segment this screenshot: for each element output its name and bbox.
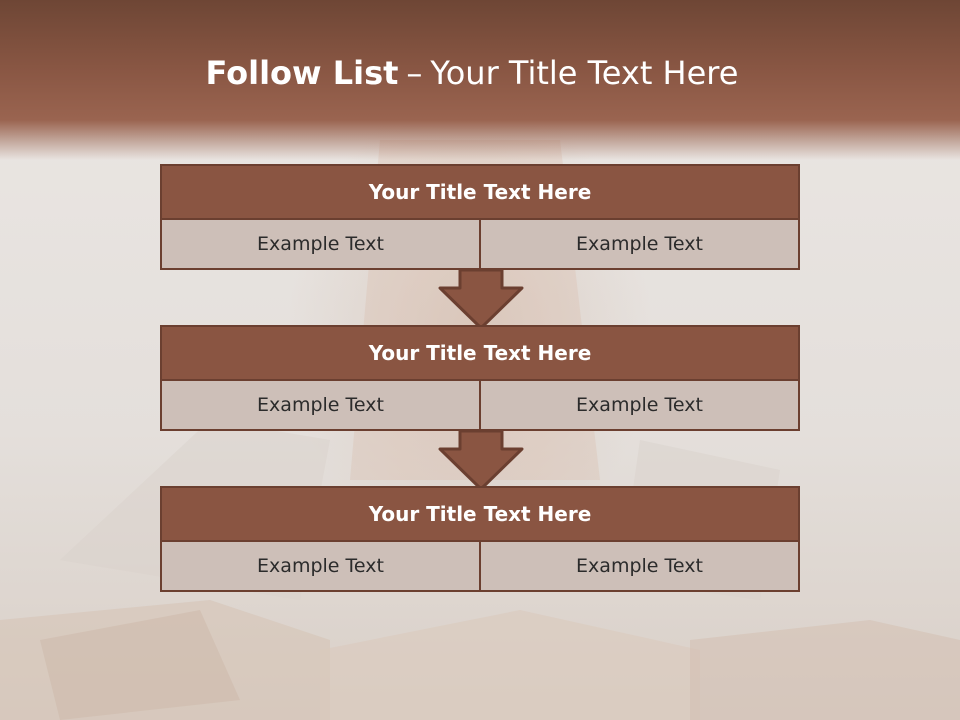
step-cell-right: Example Text: [481, 381, 800, 431]
step-cells: Example Text Example Text: [160, 542, 800, 592]
step-cell-right: Example Text: [481, 542, 800, 592]
down-arrow-icon: [438, 429, 524, 491]
slide-title: Follow List–Your Title Text Here: [0, 54, 944, 92]
step-3: Your Title Text Here Example Text Exampl…: [160, 486, 800, 592]
step-2: Your Title Text Here Example Text Exampl…: [160, 325, 800, 431]
step-cell-left: Example Text: [160, 542, 481, 592]
step-cell-left: Example Text: [160, 381, 481, 431]
step-1: Your Title Text Here Example Text Exampl…: [160, 164, 800, 270]
down-arrow-icon: [438, 268, 524, 330]
step-cells: Example Text Example Text: [160, 381, 800, 431]
step-cell-right: Example Text: [481, 220, 800, 270]
title-rest: Your Title Text Here: [430, 54, 739, 92]
step-cells: Example Text Example Text: [160, 220, 800, 270]
header-band: [0, 0, 960, 160]
step-title: Your Title Text Here: [160, 164, 800, 220]
step-cell-left: Example Text: [160, 220, 481, 270]
step-title: Your Title Text Here: [160, 486, 800, 542]
step-title: Your Title Text Here: [160, 325, 800, 381]
title-separator: –: [406, 54, 423, 92]
title-strong: Follow List: [205, 54, 399, 92]
